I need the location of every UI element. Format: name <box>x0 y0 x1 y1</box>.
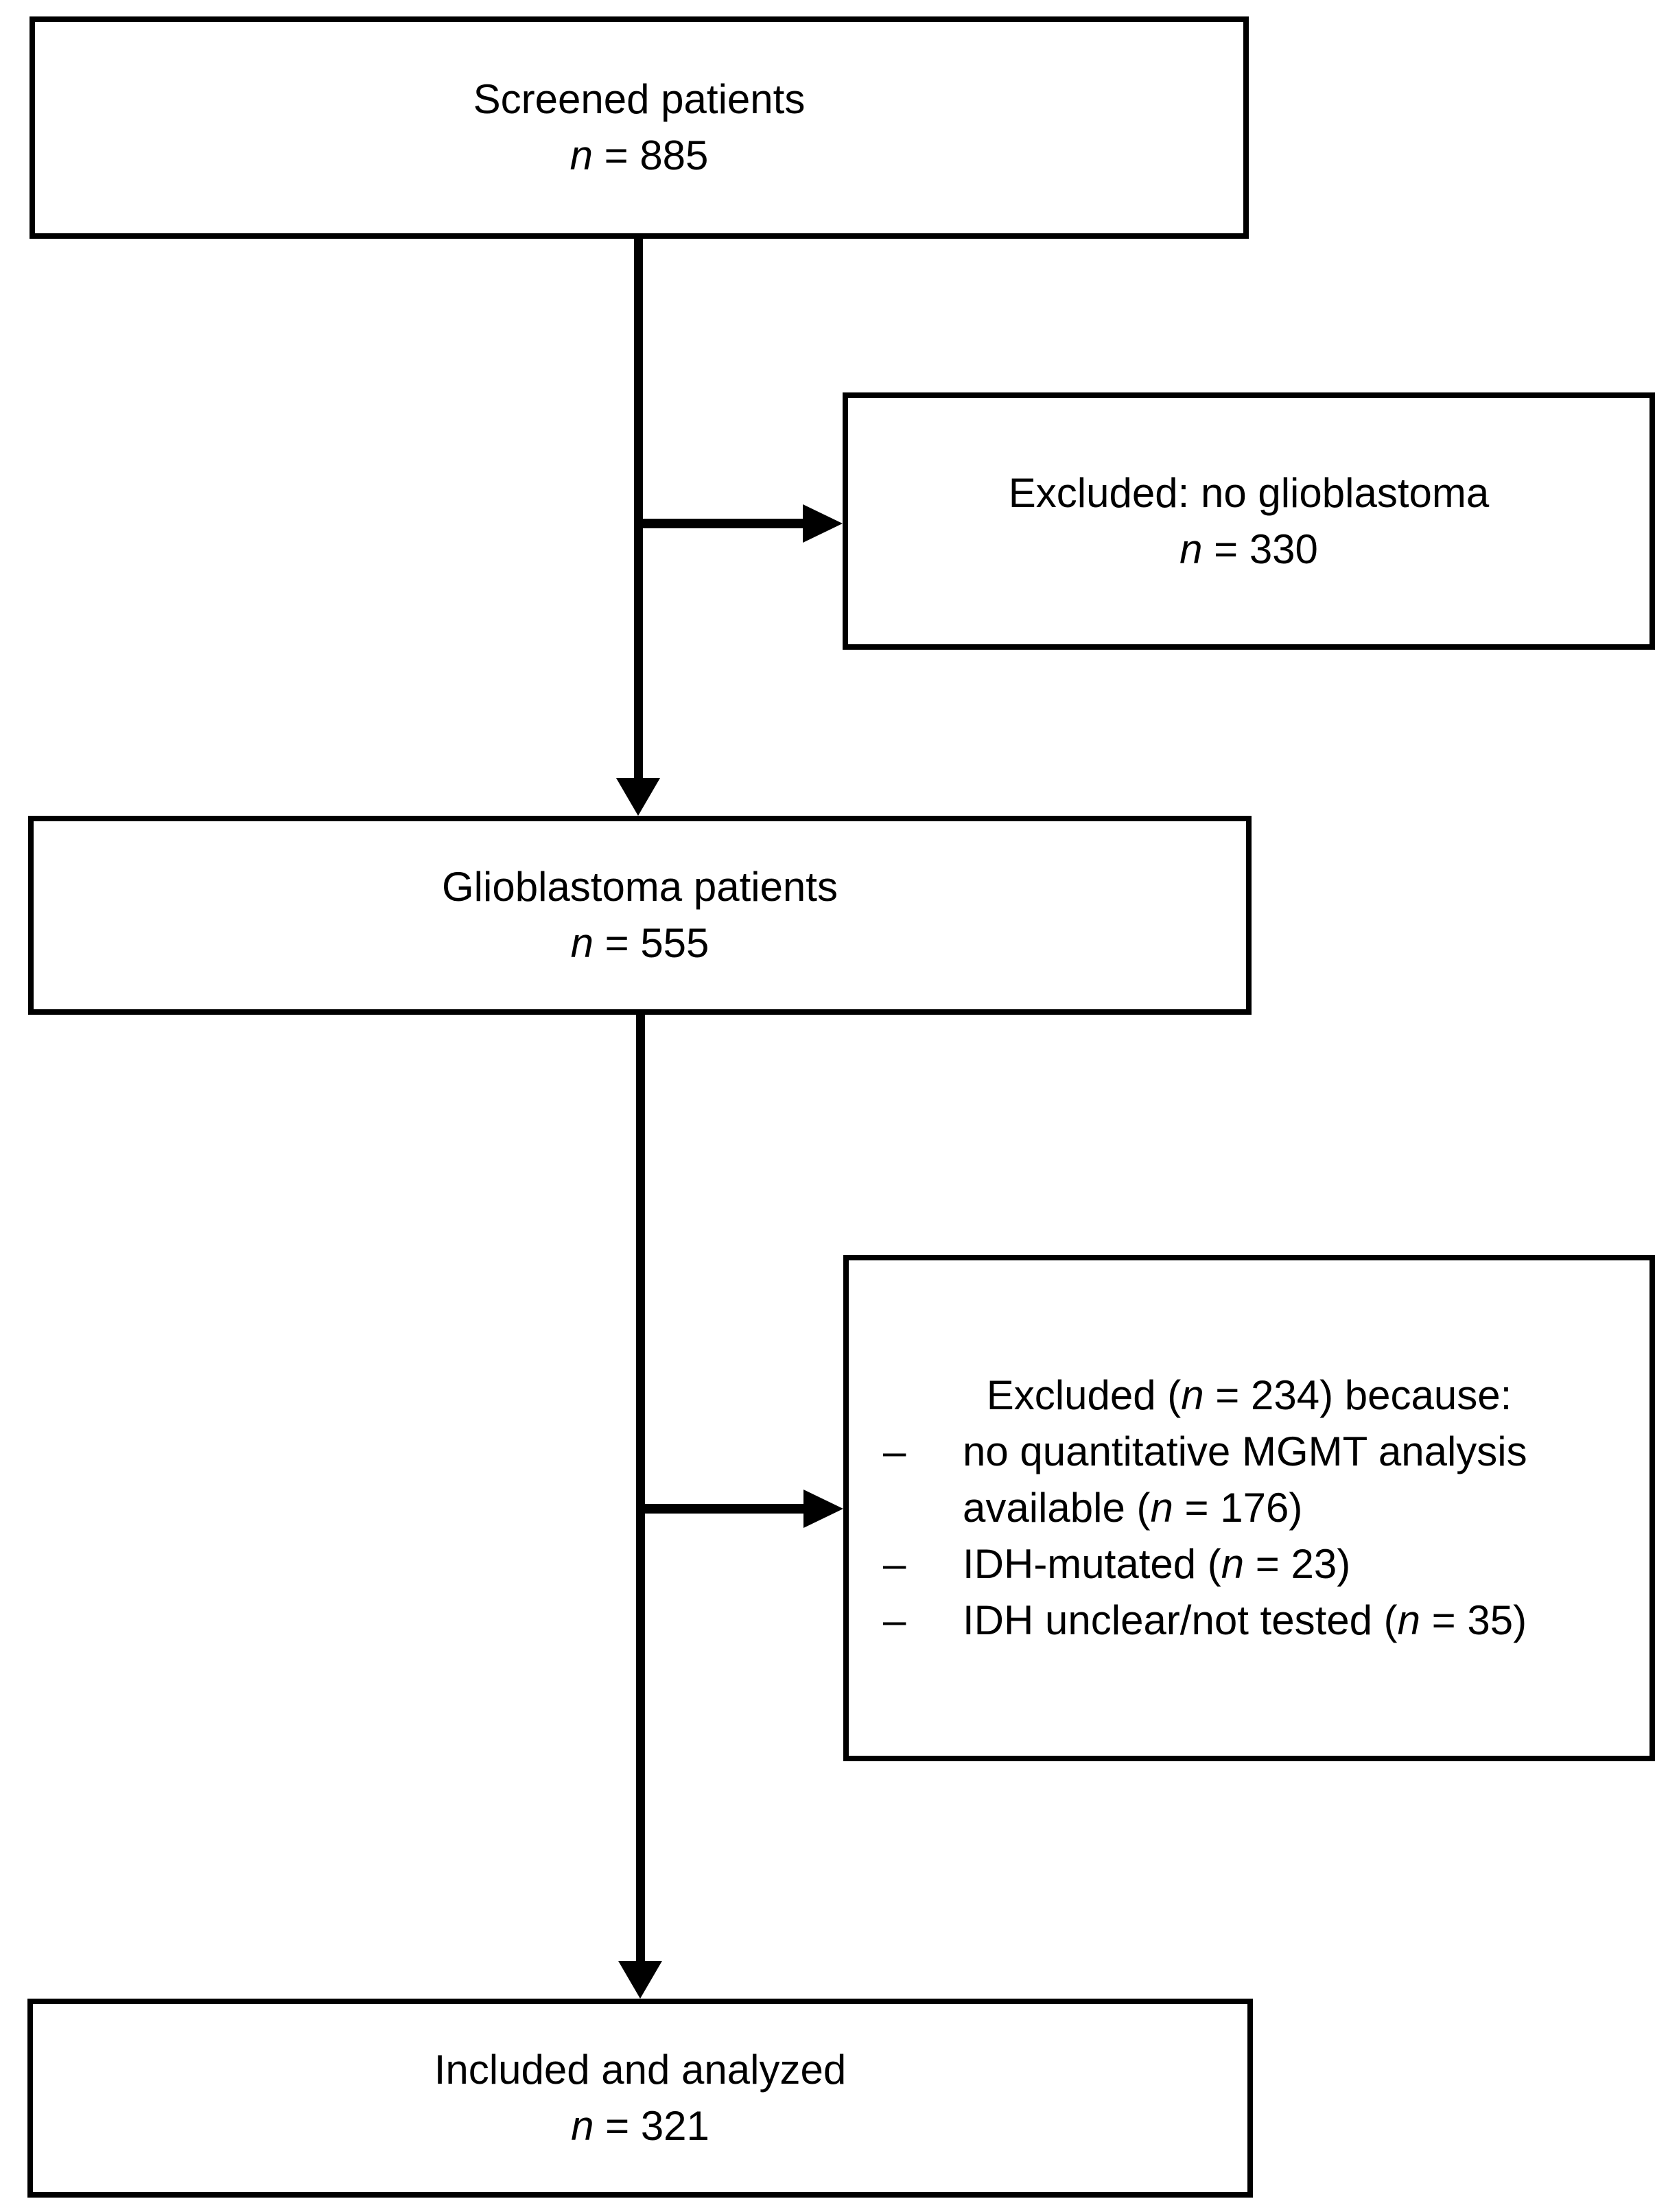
arrow-screened-to-glioblastoma-shaft <box>634 239 643 782</box>
exclusion-reason-list: – no quantitative MGMT analysis availabl… <box>849 1424 1649 1649</box>
n-value: = 330 <box>1202 526 1318 572</box>
screened-patients-count: n = 885 <box>570 128 709 184</box>
n-symbol: n <box>1181 1372 1204 1418</box>
arrow-glioblastoma-to-included-head-icon <box>618 1961 662 1999</box>
glioblastoma-count: n = 555 <box>571 915 709 972</box>
excluded-no-glioblastoma-box: Excluded: no glioblastoma n = 330 <box>843 392 1655 650</box>
reason-pre: IDH unclear/not tested ( <box>963 1597 1398 1643</box>
arrow-screened-to-glioblastoma-head-icon <box>616 778 660 816</box>
screened-patients-title: Screened patients <box>473 76 806 122</box>
n-symbol: n <box>1397 1597 1421 1643</box>
n-value: = 321 <box>594 2103 709 2149</box>
n-symbol: n <box>1221 1541 1245 1587</box>
n-symbol: n <box>1179 526 1203 572</box>
glioblastoma-title: Glioblastoma patients <box>442 864 838 910</box>
reason-post: = 176) <box>1173 1485 1303 1531</box>
excluded2-heading: Excluded (n = 234) because: <box>849 1367 1649 1424</box>
dash-bullet-icon: – <box>883 1597 906 1643</box>
reason-pre: no quantitative MGMT analysis available … <box>963 1428 1527 1531</box>
n-value: = 885 <box>592 132 709 178</box>
included-analyzed-box: Included and analyzed n = 321 <box>27 1999 1253 2198</box>
list-item: – IDH-mutated (n = 23) <box>883 1536 1649 1592</box>
n-symbol: n <box>570 132 593 178</box>
excluded-because-box: Excluded (n = 234) because: – no quantit… <box>843 1255 1655 1761</box>
arrow-branch-excluded2-shaft <box>640 1504 805 1514</box>
heading-pre: Excluded ( <box>986 1372 1182 1418</box>
exclusion-reason-text: IDH-mutated (n = 23) <box>963 1536 1350 1592</box>
exclusion-reason-text: IDH unclear/not tested (n = 35) <box>963 1592 1527 1649</box>
reason-pre: IDH-mutated ( <box>963 1541 1221 1587</box>
arrow-branch-excluded1-head-icon <box>803 504 843 543</box>
reason-post: = 23) <box>1244 1541 1351 1587</box>
n-symbol: n <box>571 2103 594 2149</box>
included-title: Included and analyzed <box>434 2047 847 2093</box>
reason-post: = 35) <box>1420 1597 1527 1643</box>
exclusion-reason-text: no quantitative MGMT analysis available … <box>963 1424 1642 1536</box>
n-value: = 555 <box>593 920 709 966</box>
dash-bullet-icon: – <box>883 1541 906 1587</box>
n-symbol: n <box>1150 1485 1173 1531</box>
arrow-glioblastoma-to-included-shaft <box>636 1014 645 1962</box>
list-item: – IDH unclear/not tested (n = 35) <box>883 1592 1649 1649</box>
glioblastoma-patients-box: Glioblastoma patients n = 555 <box>28 816 1252 1015</box>
dash-bullet-icon: – <box>883 1428 906 1474</box>
list-item: – no quantitative MGMT analysis availabl… <box>883 1424 1649 1536</box>
included-count: n = 321 <box>571 2098 709 2154</box>
arrow-branch-excluded1-shaft <box>638 519 804 528</box>
arrow-branch-excluded2-head-icon <box>803 1490 843 1528</box>
excluded1-count: n = 330 <box>1179 521 1318 578</box>
screened-patients-box: Screened patients n = 885 <box>30 16 1249 239</box>
heading-post: = 234) because: <box>1204 1372 1512 1418</box>
n-symbol: n <box>570 920 594 966</box>
excluded1-title: Excluded: no glioblastoma <box>1008 469 1490 516</box>
